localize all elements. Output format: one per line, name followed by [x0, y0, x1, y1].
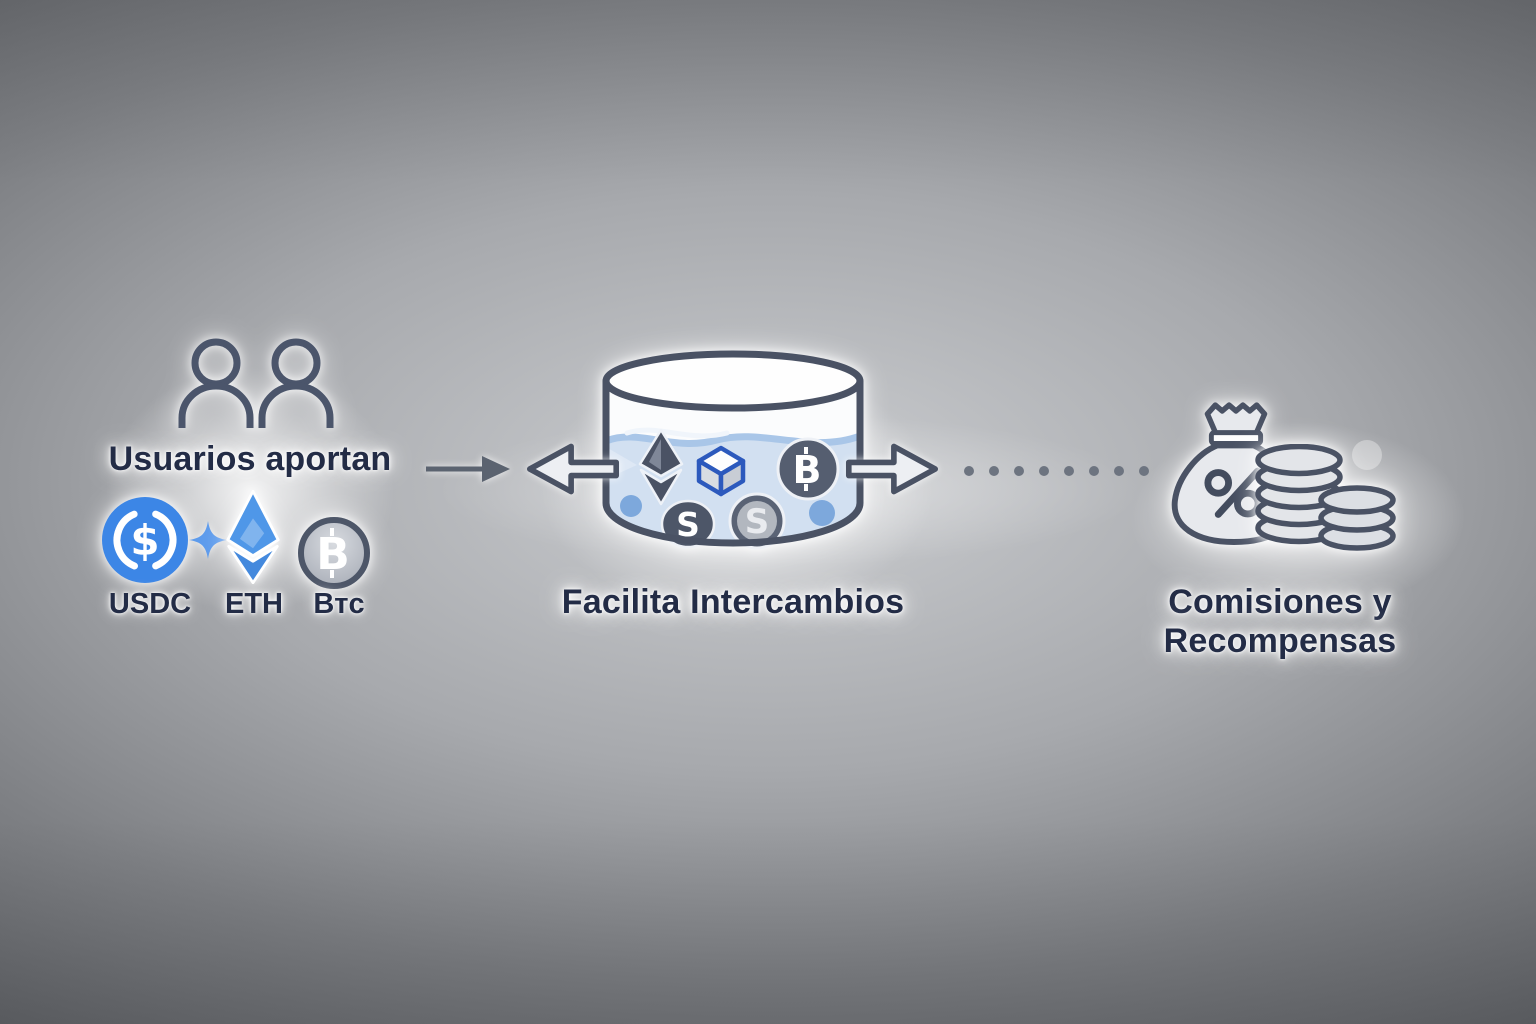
- eth-token-icon: [638, 428, 684, 506]
- connector-dot: [964, 466, 974, 476]
- btc-token-icon: B: [776, 437, 840, 501]
- dollar-token-gray-icon: S: [728, 492, 786, 550]
- block-arrow-left-icon: [526, 443, 620, 495]
- usdc-coin-icon: $: [102, 497, 188, 583]
- connector-dot: [1039, 466, 1049, 476]
- svg-text:S: S: [745, 502, 770, 542]
- connector-dot: [1089, 466, 1099, 476]
- rewards-title: Comisiones y Recompensas: [1163, 583, 1397, 660]
- coin-label-eth: ETH: [225, 588, 283, 620]
- pool-title: Facilita Intercambios: [561, 583, 905, 621]
- arrow-right-icon: [426, 456, 510, 482]
- block-arrow-right-icon: [845, 443, 939, 495]
- bitcoin-symbol-tick: [330, 528, 334, 536]
- contributors-title: Usuarios aportan: [108, 440, 392, 478]
- bubble: [620, 495, 642, 517]
- percent-symbol: [1204, 467, 1262, 518]
- dotted-connector: [964, 466, 1149, 476]
- dollar-symbol: $: [130, 516, 159, 565]
- connector-dot: [1064, 466, 1074, 476]
- connector-dot: [1114, 466, 1124, 476]
- connector-dot: [1014, 466, 1024, 476]
- cube-token-icon: [696, 445, 746, 497]
- svg-text:S: S: [676, 505, 700, 544]
- coin-stacks-icon: [1255, 444, 1396, 551]
- bitcoin-symbol-tick: [330, 570, 334, 578]
- btc-coin-icon: B: [298, 517, 370, 589]
- liquidity-pool-icon: B S S: [602, 350, 864, 550]
- bubble: [809, 500, 835, 526]
- sparkle-icon: [189, 521, 227, 559]
- highlight-circle: [1352, 440, 1382, 470]
- coin-label-btc: Bтc: [313, 588, 365, 620]
- users-icon: [178, 338, 334, 428]
- eth-coin-icon: [226, 490, 280, 584]
- connector-dot: [1139, 466, 1149, 476]
- coin-label-usdc: USDC: [108, 588, 192, 620]
- connector-dot: [989, 466, 999, 476]
